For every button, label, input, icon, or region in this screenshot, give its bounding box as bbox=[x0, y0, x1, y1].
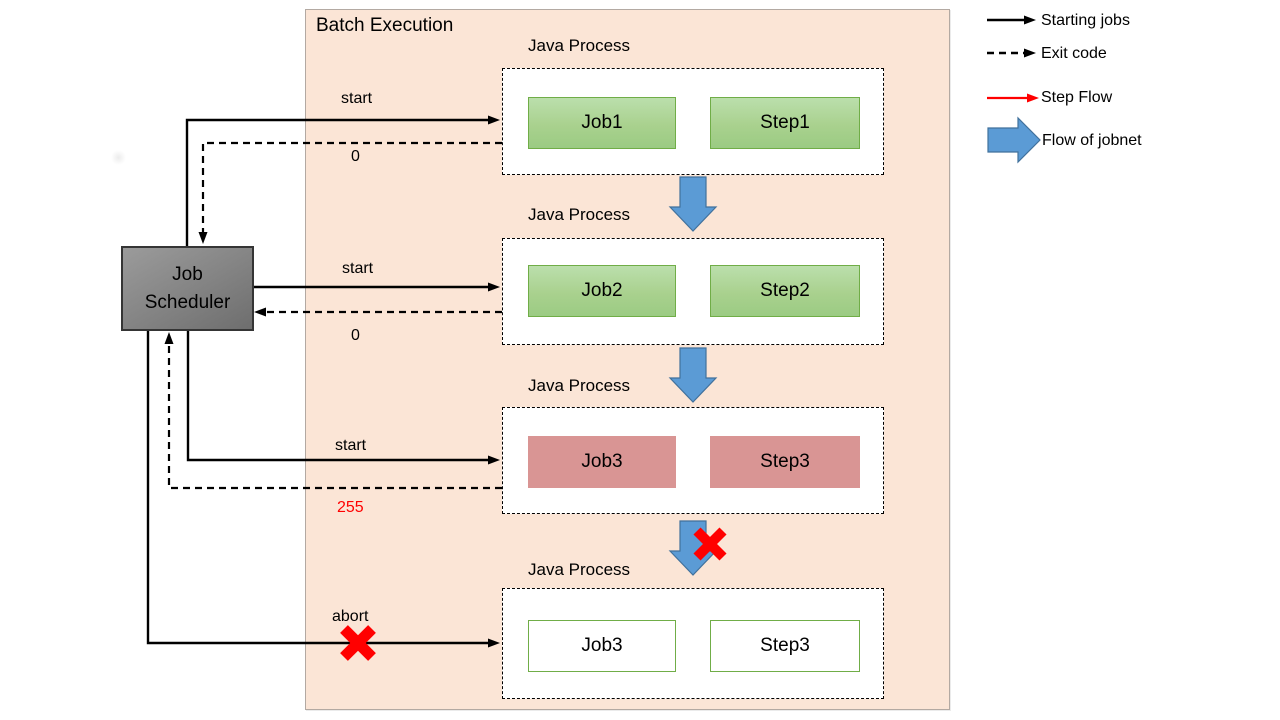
step-node-2: Step2 bbox=[710, 265, 860, 317]
legend-block-arrow-icon bbox=[987, 116, 1041, 164]
job-scheduler-box: Job Scheduler bbox=[121, 246, 254, 331]
job-node-4: Job3 bbox=[528, 620, 676, 672]
artifact-dot bbox=[111, 150, 126, 165]
abort-x-icon bbox=[340, 625, 376, 661]
legend-label-step-flow: Step Flow bbox=[1041, 89, 1113, 106]
job-node-2: Job2 bbox=[528, 265, 676, 317]
job-node-1-label: Job1 bbox=[581, 112, 623, 133]
java-process-label-4: Java Process bbox=[528, 560, 631, 579]
step-node-4: Step3 bbox=[710, 620, 860, 672]
legend-label-flow-of-jobnet: Flow of jobnet bbox=[1042, 132, 1142, 149]
job-node-4-label: Job3 bbox=[581, 635, 623, 656]
step-node-3-label: Step3 bbox=[760, 451, 810, 472]
job-node-3-label: Job3 bbox=[581, 451, 623, 472]
java-process-label-1: Java Process bbox=[528, 36, 631, 55]
exit-code-label-2: 0 bbox=[351, 327, 360, 344]
panel-title: Batch Execution bbox=[316, 15, 454, 36]
legend-label-exit-code: Exit code bbox=[1041, 45, 1107, 62]
start-label-2: start bbox=[342, 260, 374, 277]
jobnet-blocked-x-icon bbox=[693, 527, 727, 561]
exit-code-arrow-1 bbox=[198, 141, 502, 244]
step-node-3: Step3 bbox=[710, 436, 860, 488]
abort-arrow bbox=[146, 331, 500, 648]
exit-code-arrow-3 bbox=[164, 332, 502, 490]
start-arrow-3 bbox=[186, 331, 500, 465]
start-label-1: start bbox=[341, 90, 373, 107]
exit-code-label-3: 255 bbox=[337, 499, 364, 516]
scheduler-label-line2: Scheduler bbox=[144, 291, 231, 313]
job-node-2-label: Job2 bbox=[581, 280, 623, 301]
start-label-3: start bbox=[335, 437, 367, 454]
abort-label: abort bbox=[332, 608, 369, 625]
step-node-4-label: Step3 bbox=[760, 635, 810, 656]
legend-label-starting-jobs: Starting jobs bbox=[1041, 12, 1130, 29]
jobnet-arrow-1 bbox=[668, 176, 718, 232]
exit-code-label-1: 0 bbox=[351, 148, 360, 165]
step-node-2-label: Step2 bbox=[760, 280, 810, 301]
job-node-3: Job3 bbox=[528, 436, 676, 488]
java-process-label-2: Java Process bbox=[528, 205, 631, 224]
jobnet-arrow-2 bbox=[668, 347, 718, 403]
java-process-label-3: Java Process bbox=[528, 376, 631, 395]
step-node-1: Step1 bbox=[710, 97, 860, 149]
job-node-1: Job1 bbox=[528, 97, 676, 149]
start-arrow-1 bbox=[185, 115, 500, 246]
step-node-1-label: Step1 bbox=[760, 112, 810, 133]
scheduler-label-line1: Job bbox=[172, 263, 203, 285]
